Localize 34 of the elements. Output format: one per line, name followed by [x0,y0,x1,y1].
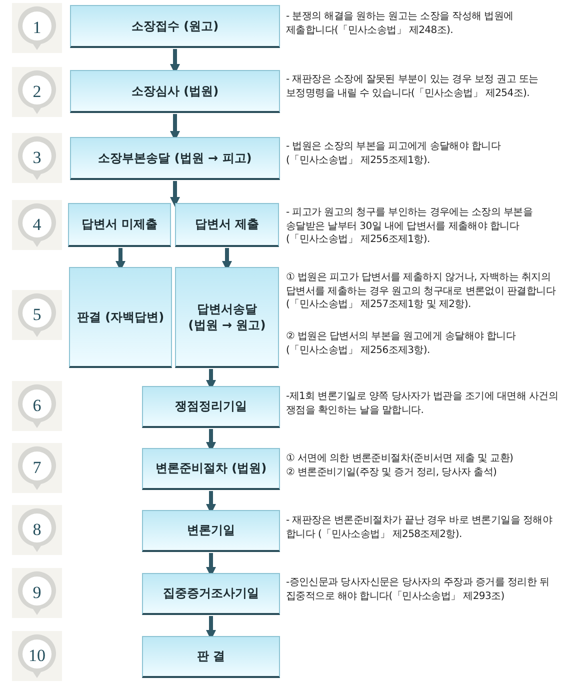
step-number-badge: 7 [12,443,62,493]
description-text: - 피고가 원고의 청구를 부인하는 경우에는 소장의 부본을 송달받은 날부터 30일 내에 답변서를 제출해야 합니다 (「민사소송법」 제256조제1항). [286,206,534,246]
description-text: - 재판장은 소장에 잘못된 부분이 있는 경우 보정 권고 또는 보정명령을 내릴 수 있습니다(「민사소송법」 제254조). [286,73,540,100]
description-text: - 법원은 소장의 부본을 피고에게 송달해야 합니다 (「민사소송법」 제255조제1항). [286,140,502,167]
description-text: ② 법원은 답변서의 부본을 원고에게 송달해야 합니다 (「민사소송법」 제256조제3항). [286,330,517,357]
step-number-badge: 5 [12,290,62,340]
step-number-badge: 8 [12,505,62,555]
process-box: 답변서송달 (법원 → 원고) [175,267,279,368]
process-box: 판결 (자백답변) [69,267,172,368]
description-text: ① 서면에 의한 변론준비절차(준비서면 제출 및 교환) [286,452,514,466]
description-text: - 재판장은 변론준비절차가 끝난 경우 바로 변론기일을 정해야 합니다 (「민사소송법」 제258조제2항). [286,514,554,541]
process-box: 집중증거조사기일 [142,573,280,615]
step-number-badge: 4 [12,200,62,250]
step-number-badge: 9 [12,568,62,618]
description-text: ② 변론준비기일(주장 및 증거 정리, 당사자 출석) [286,466,498,480]
process-box: 소장심사 (법원) [70,70,280,113]
process-box: 답변서 미제출 [68,203,171,247]
description-text: -제1회 변론기일로 양쪽 당사자가 법관을 조기에 대면해 사건의 쟁점을 확인하는 날을 말합니다. [286,390,560,417]
description-text: -증인신문과 당사자신문은 당사자의 주장과 증거를 정리한 뒤 집중적으로 해야 합니다(「민사소송법」 제293조) [286,576,550,603]
arrow [170,181,180,207]
process-box: 답변서 제출 [175,203,279,247]
step-number-badge: 2 [12,67,62,117]
step-number-badge: 6 [12,381,62,431]
step-number-badge: 3 [12,133,62,183]
process-box: 변론준비절차 (법원) [142,448,280,490]
process-box: 소장부본송달 (법원 → 피고) [70,137,280,180]
step-number-badge: 1 [12,3,62,53]
process-box: 변론기일 [142,510,280,552]
process-box: 쟁점정리기일 [142,386,280,428]
process-box: 소장접수 (원고) [70,5,280,48]
step-number-badge: 10 [12,631,62,681]
description-text: - 분쟁의 해결을 원하는 원고는 소장을 작성해 법원에 제출합니다(「민사소송법」 제248조). [286,10,514,37]
description-text: ① 법원은 피고가 답변서를 제출하지 않거나, 자백하는 취지의 답변서를 제출하는 경우 원고의 청구대로 변론없이 판결합니다 (「민사소송법」 제257조제1항 및 제2항). [286,271,557,312]
process-box: 판 결 [142,636,280,678]
